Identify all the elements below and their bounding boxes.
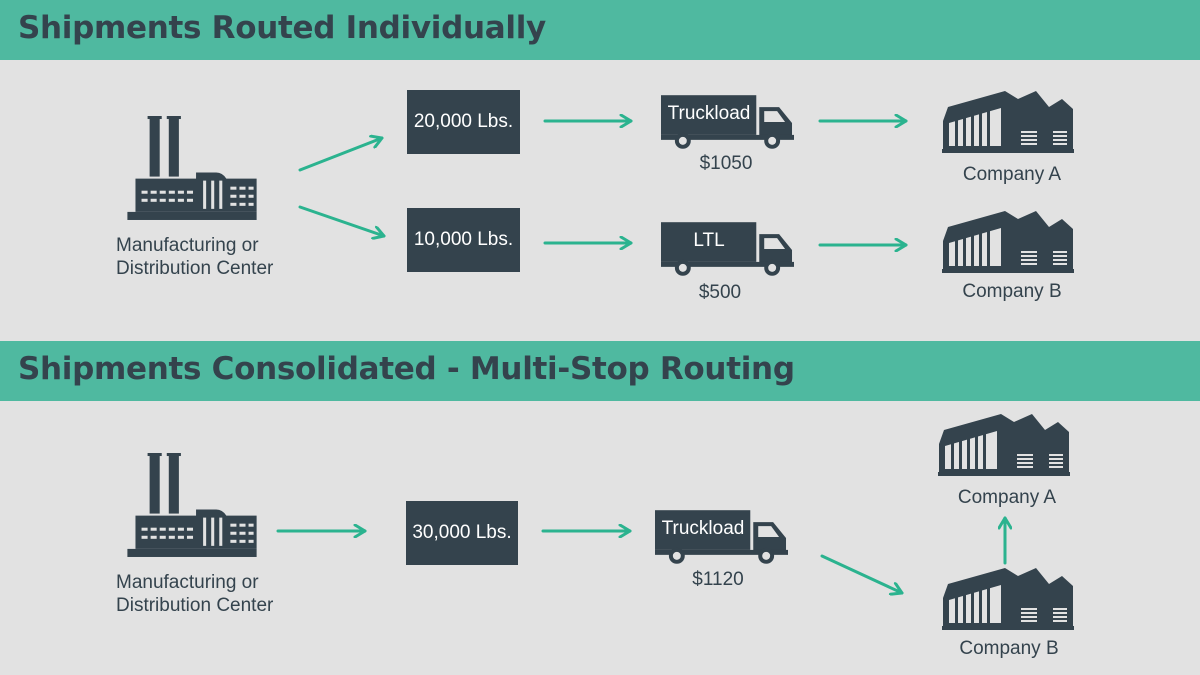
warehouse-icon	[938, 414, 1070, 476]
vehicle-label: Truckload	[661, 518, 745, 539]
vehicle-label: Truckload	[667, 103, 751, 124]
cost-label: $500	[698, 282, 742, 303]
destination-label: Company B	[959, 638, 1059, 659]
destination-label: Company B	[962, 281, 1062, 302]
factory-icon	[127, 116, 257, 220]
arrow	[298, 138, 384, 172]
section-banner: Shipments Consolidated - Multi-Stop Rout…	[0, 341, 1200, 401]
warehouse-icon	[942, 91, 1074, 153]
arrow	[820, 554, 904, 593]
origin-label: Manufacturing or Distribution Center	[116, 572, 274, 616]
warehouse-icon	[942, 568, 1074, 630]
destination-label: Company A	[962, 164, 1062, 185]
cost-label: $1050	[699, 153, 753, 174]
warehouse-icon	[942, 211, 1074, 273]
weight-box: 20,000 Lbs.	[407, 90, 520, 154]
section-banner: Shipments Routed Individually	[0, 0, 1200, 60]
origin-label: Manufacturing or Distribution Center	[116, 235, 274, 279]
section-title: Shipments Consolidated - Multi-Stop Rout…	[18, 351, 795, 387]
vehicle-label: LTL	[693, 230, 725, 251]
section-title: Shipments Routed Individually	[18, 10, 546, 46]
cost-label: $1120	[692, 569, 744, 590]
factory-icon	[127, 453, 257, 557]
weight-box: 30,000 Lbs.	[406, 501, 518, 565]
destination-label: Company A	[957, 487, 1057, 508]
arrow	[298, 205, 386, 236]
weight-box: 10,000 Lbs.	[407, 208, 520, 272]
